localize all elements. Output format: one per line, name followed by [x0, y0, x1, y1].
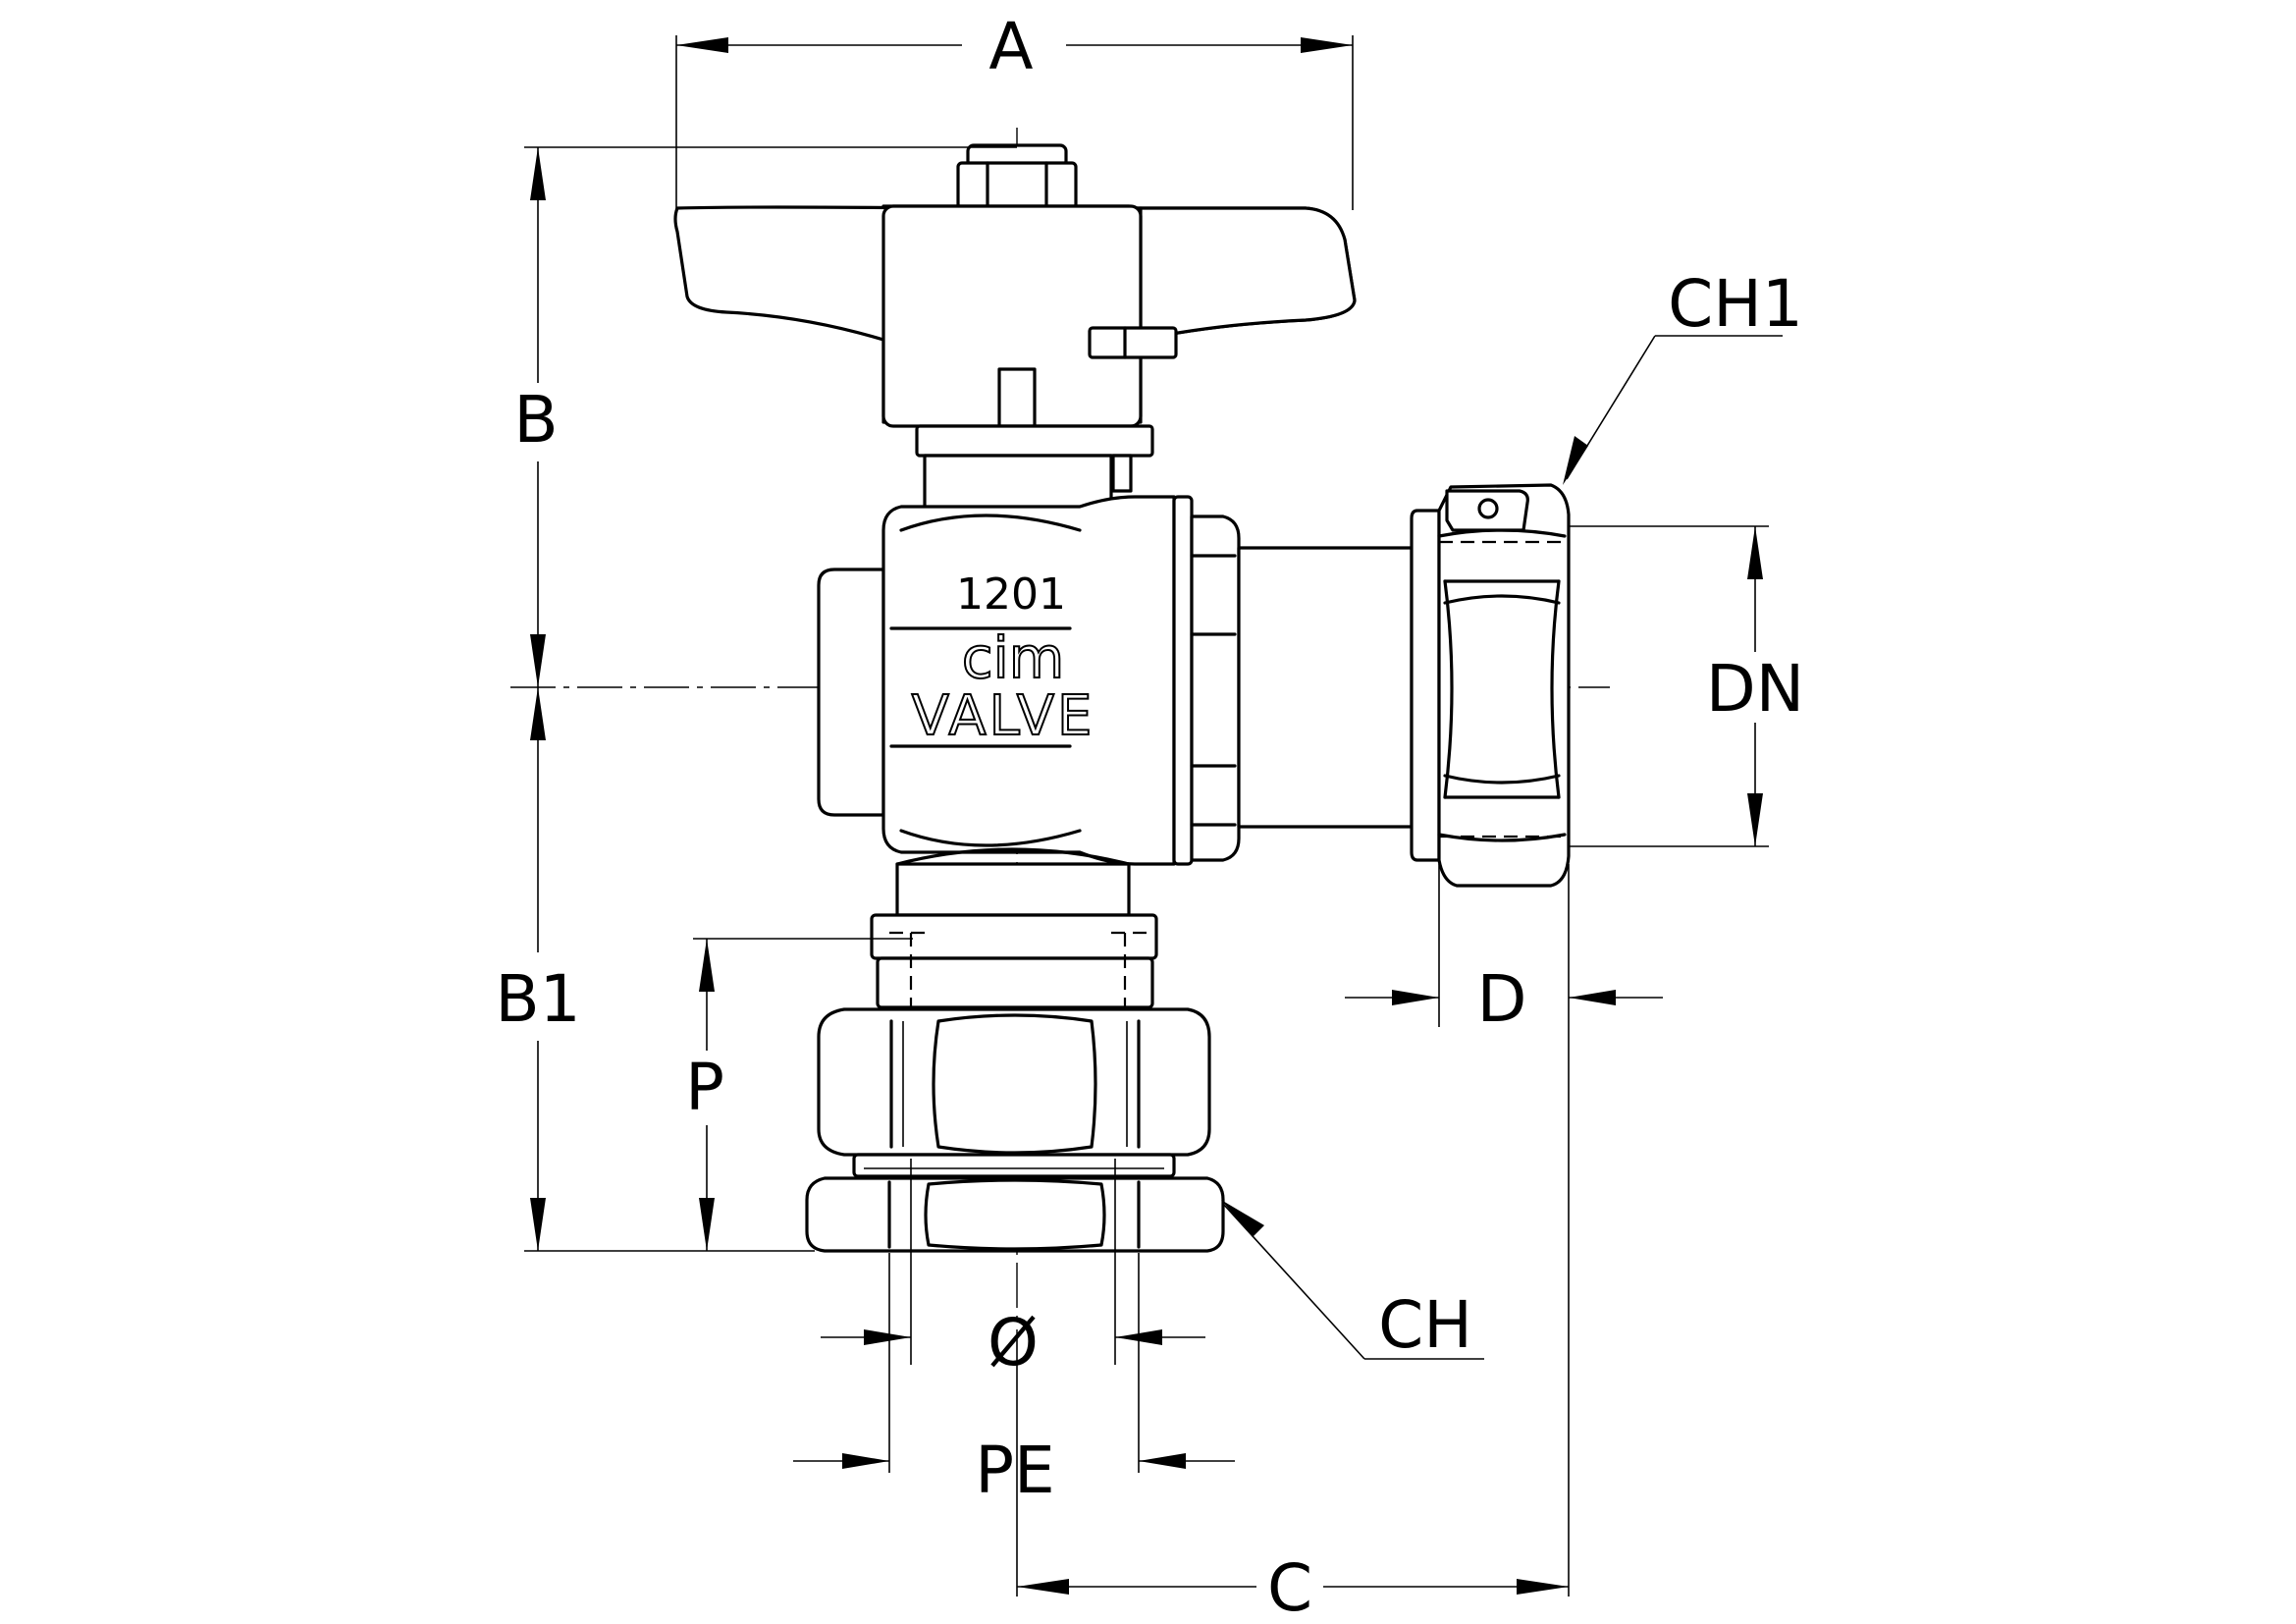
lower-connection — [805, 913, 1225, 1253]
dimension-ch: CH — [1221, 1200, 1484, 1363]
dimension-b-label: B — [513, 382, 558, 458]
marking-type: VALVE — [912, 684, 1095, 748]
dimension-ch1: CH1 — [1563, 266, 1803, 485]
marking-brand: cim — [962, 624, 1065, 691]
dimension-dn-label: DN — [1706, 651, 1804, 727]
dimension-a-label: A — [988, 9, 1033, 84]
dimension-b: B — [513, 146, 1017, 687]
dimension-b1-label: B1 — [495, 961, 580, 1037]
dimension-diameter-label: Ø — [988, 1305, 1039, 1380]
dimension-dn: DN — [1569, 525, 1804, 847]
lower-stem — [895, 847, 1131, 917]
dimension-c: C — [1016, 1335, 1569, 1624]
dimension-c-label: C — [1267, 1550, 1312, 1624]
dimension-ch1-label: CH1 — [1668, 266, 1803, 342]
dimension-diameter: Ø — [821, 1159, 1205, 1380]
dimension-b1: B1 — [495, 687, 815, 1252]
dimension-p-label: P — [685, 1050, 724, 1125]
body-marking: 1201 cim VALVE — [911, 569, 1095, 749]
dimension-d: D — [1345, 864, 1663, 1597]
marking-code: 1201 — [956, 569, 1066, 620]
dimension-pe: PE — [793, 1253, 1235, 1508]
butterfly-handle — [673, 143, 1357, 514]
dimension-p: P — [685, 938, 913, 1251]
dimension-a: A — [675, 9, 1354, 210]
dimension-pe-label: PE — [975, 1433, 1055, 1508]
side-union-nut — [1410, 483, 1571, 888]
dimension-ch-label: CH — [1378, 1287, 1472, 1363]
valve-body — [817, 495, 1241, 866]
side-outlet-pipe — [1237, 546, 1414, 829]
dimension-d-label: D — [1477, 961, 1527, 1037]
